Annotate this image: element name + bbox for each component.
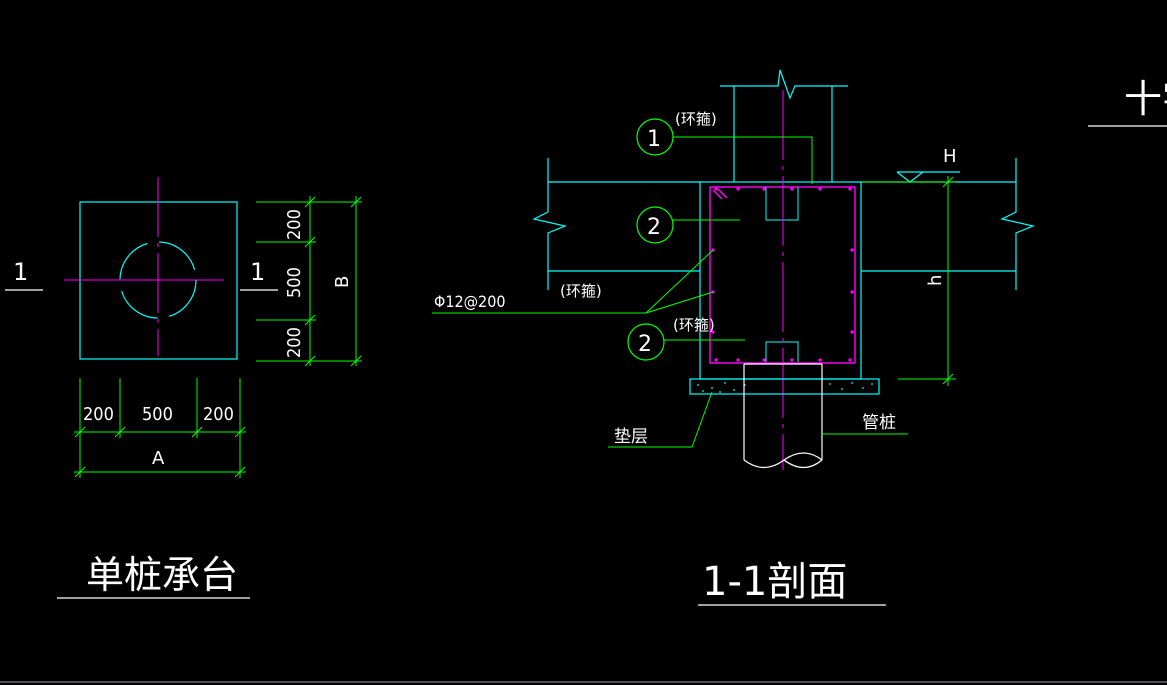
- rebar-note: (环箍): [560, 282, 602, 300]
- partial-right-drawing: 十字: [1088, 77, 1167, 127]
- pipe-pile: [743, 363, 823, 469]
- height-label: h: [925, 275, 946, 286]
- dim-vertical-total: B: [332, 276, 353, 288]
- section-view: H h 1 (环箍) 2 Φ12@200 (环箍) 2 (环箍): [432, 69, 1035, 606]
- vertical-dimension-group: [256, 196, 362, 367]
- callout-1-number: 1: [647, 127, 661, 152]
- cushion-leader: [608, 391, 713, 448]
- rebar-leader: [432, 249, 714, 314]
- rebar-dots: [711, 187, 854, 362]
- dim-horizontal-3: 200: [203, 404, 234, 425]
- callout-2-top-circle: [636, 206, 674, 244]
- partial-right-title: 十字: [1124, 77, 1167, 121]
- dim-vertical-3: 200: [284, 327, 305, 358]
- dim-horizontal-2: 500: [142, 404, 173, 425]
- callout-2-note: (环箍): [673, 316, 715, 334]
- rebar-label: Φ12@200: [434, 292, 506, 311]
- pile-circle-plan: [119, 241, 197, 319]
- dim-vertical-1: 200: [284, 209, 305, 240]
- callout-2-top-number: 2: [647, 215, 661, 240]
- dim-vertical-2: 500: [284, 267, 305, 298]
- column-outline: [720, 69, 848, 182]
- cap-outline-section: [699, 181, 862, 380]
- column-rebar-lines: [765, 187, 799, 362]
- pile-label: 管桩: [862, 413, 896, 433]
- cushion-label: 垫层: [614, 427, 648, 447]
- level-marker: [896, 171, 960, 183]
- section-mark-left: 1: [13, 258, 28, 286]
- callout-1-leader: [673, 136, 813, 184]
- cushion-layer: [689, 378, 880, 395]
- height-dimension: [861, 176, 956, 386]
- dim-horizontal-1: 200: [83, 404, 114, 425]
- plan-title: 单桩承台: [86, 553, 238, 597]
- horizontal-dimension-group: [74, 378, 246, 478]
- level-label: H: [943, 146, 957, 167]
- callout-1-note: (环箍): [675, 110, 717, 128]
- cushion-hatch: [697, 382, 873, 393]
- section-mark-right: 1: [250, 258, 265, 286]
- section-title: 1-1剖面: [702, 559, 847, 605]
- pile-cap-plan: 1 1 200 500 200 B: [5, 177, 362, 599]
- callout-2-bottom-circle: [627, 323, 665, 361]
- dim-horizontal-total: A: [152, 448, 165, 469]
- callout-2-bottom-number: 2: [638, 332, 652, 357]
